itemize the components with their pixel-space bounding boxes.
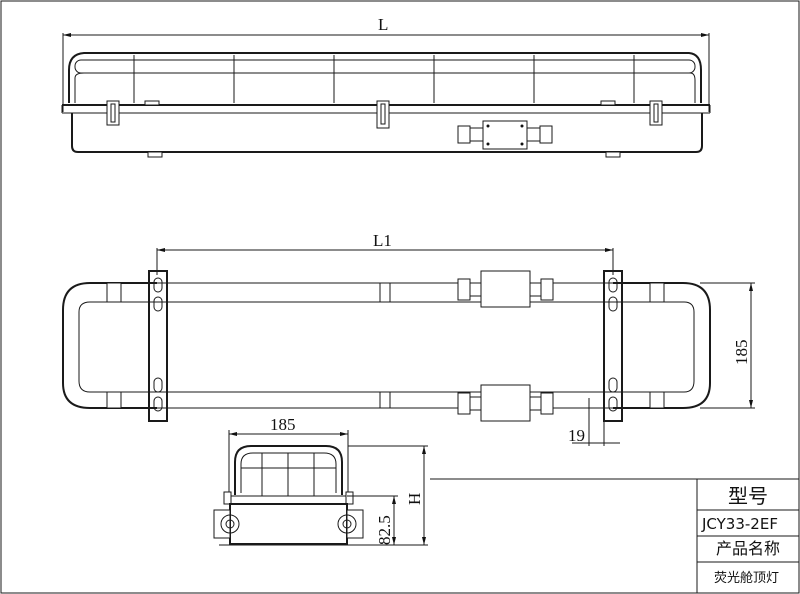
model-label: 型号 [728, 484, 768, 508]
mounting-bracket-right [603, 270, 623, 422]
dimension-L-label: L [378, 15, 388, 34]
dimension-H: H [348, 445, 428, 546]
dimension-82-5-label: 82.5 [375, 515, 394, 545]
housing [71, 113, 703, 153]
junction-box-top-lower [457, 384, 554, 422]
front-clips [106, 100, 663, 129]
top-view: L1 [62, 231, 755, 446]
product-name-label: 产品名称 [716, 539, 780, 558]
model-value: JCY33-2EF [701, 515, 778, 533]
product-name-value: 荧光舱顶灯 [714, 571, 779, 586]
dimension-185-side-label: 185 [270, 415, 296, 434]
dimension-82-5: 82.5 [347, 495, 398, 545]
dimension-L1: L1 [156, 231, 614, 275]
tube-clips [106, 282, 665, 409]
dimension-185-top-label: 185 [732, 340, 751, 366]
dimension-H-label: H [405, 493, 424, 505]
side-body [229, 503, 348, 545]
title-block: 型号 JCY33-2EF 产品名称 荧光舱顶灯 [430, 478, 800, 594]
dimension-185-top: 185 [700, 282, 755, 409]
junction-box-front [457, 120, 553, 150]
side-cage [234, 445, 343, 495]
dimension-L1-label: L1 [373, 231, 392, 250]
side-view: 185 H [213, 415, 428, 546]
mounting-bracket-left [148, 270, 168, 422]
front-view: L [61, 15, 711, 158]
dimension-L: L [62, 15, 710, 112]
junction-box-top-upper [457, 270, 554, 308]
guard-cage [68, 52, 702, 103]
tube-loop [62, 282, 711, 409]
dimension-185-side: 185 [228, 415, 349, 495]
cage-ribs [133, 55, 635, 103]
dimension-19: 19 [568, 398, 620, 446]
dimension-19-label: 19 [568, 426, 585, 445]
